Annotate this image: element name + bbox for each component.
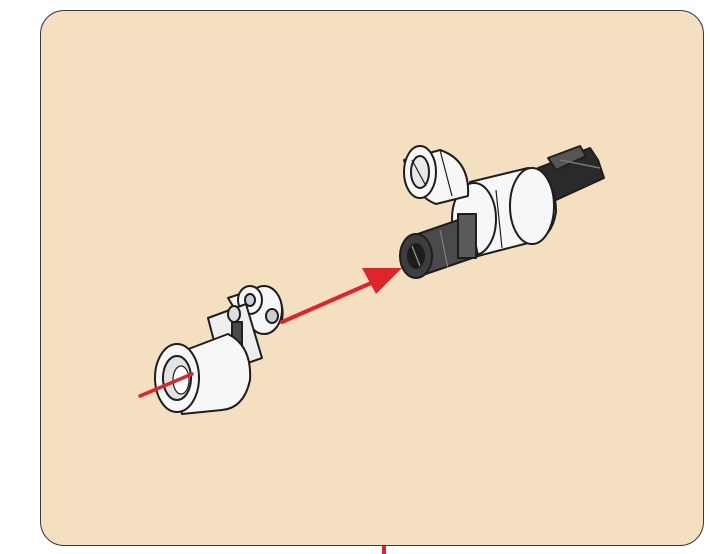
axle-connector-cylinder	[155, 334, 250, 414]
